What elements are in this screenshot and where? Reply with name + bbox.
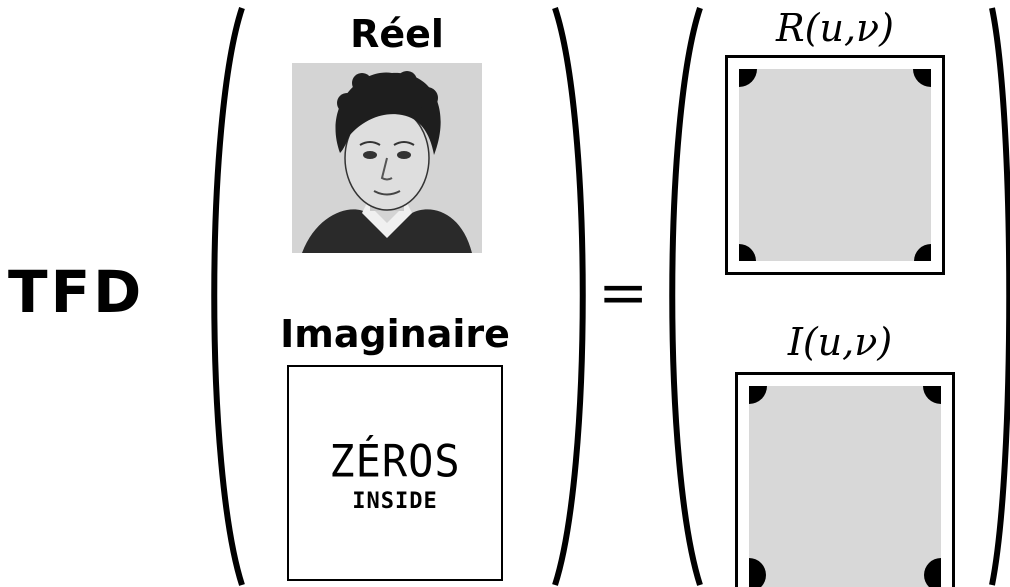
right-paren-open (669, 7, 703, 586)
left-paren-close (552, 7, 586, 586)
left-paren-open (211, 7, 245, 586)
imaginary-spectrum-label: I(u,ν) (787, 320, 893, 364)
inside-text: INSIDE (352, 489, 438, 514)
right-paren-close (989, 7, 1010, 586)
zeros-text: ZÉROS (329, 435, 461, 488)
imaginary-spectrum-image (735, 372, 955, 587)
imaginary-image-box: ZÉROS INSIDE (287, 365, 503, 581)
imaginary-part-label: Imaginaire (280, 312, 510, 356)
real-part-label: Réel (350, 12, 444, 56)
portrait-image (292, 63, 482, 253)
operator-label: TFD (8, 258, 145, 326)
equals-sign: = (598, 258, 649, 328)
real-spectrum-label: R(u,ν) (776, 6, 894, 50)
real-spectrum-image (725, 55, 945, 275)
